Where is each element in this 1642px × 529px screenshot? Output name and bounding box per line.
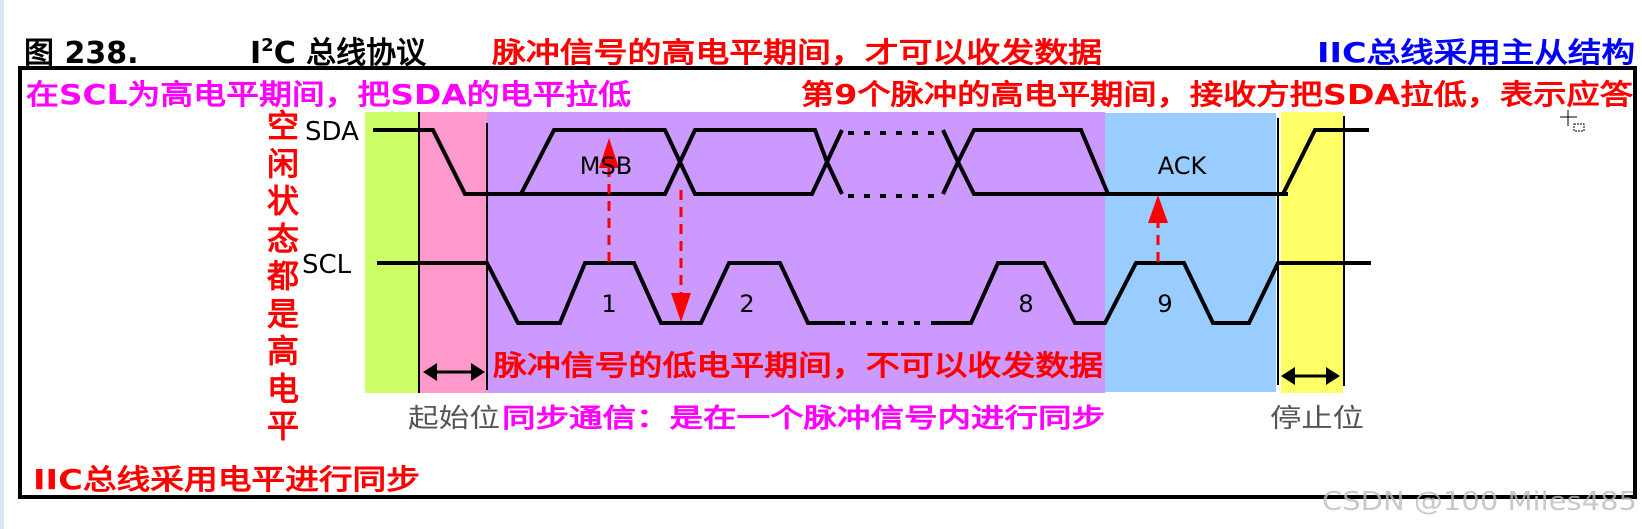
sda-label: SDA (305, 117, 359, 147)
annotation-ack: 第9个脉冲的高电平期间，接收方把SDA拉低，表示应答 (801, 78, 1634, 111)
pulse-8-label: 8 (1018, 290, 1033, 318)
annotation-master-slave: IIC总线采用主从结构 (1317, 36, 1635, 69)
data-band (487, 112, 1105, 393)
ack-label: ACK (1158, 152, 1208, 180)
ack-up-arrow (1148, 195, 1168, 262)
annotation-level-sync: IIC总线采用电平进行同步 (33, 463, 420, 496)
annotation-start-condition: 在SCL为高电平期间，把SDA的电平拉低 (26, 78, 631, 111)
figure-title: I2C 总线协议 (250, 35, 427, 71)
stop-band (1281, 112, 1343, 393)
annotation-high-level-data: 脉冲信号的高电平期间，才可以收发数据 (492, 36, 1102, 69)
pulse-1-label: 1 (601, 290, 616, 318)
msb-label: MSB (580, 152, 632, 180)
diagram-frame (18, 66, 1637, 499)
idle-state-annotation: 空闲状态都是高电平 (267, 108, 299, 445)
figure-number: 图 238. (24, 36, 138, 71)
sample-down-arrow (671, 190, 691, 322)
annotation-low-level: 脉冲信号的低电平期间，不可以收发数据 (493, 349, 1103, 382)
sda-waveform (373, 128, 1369, 198)
left-edge-strip (0, 0, 4, 529)
watermark: CSDN @100 Miles485 (1322, 487, 1637, 517)
sample-up-arrow (599, 138, 619, 262)
annotation-sync-comm: 同步通信：是在一个脉冲信号内进行同步 (502, 403, 1105, 434)
pulse-2-label: 2 (739, 290, 754, 318)
stop-bit-label: 停止位 (1270, 404, 1364, 434)
idle-band (365, 112, 419, 393)
start-band (419, 112, 487, 393)
pulse-9-label: 9 (1157, 290, 1172, 318)
scl-waveform (377, 261, 1371, 325)
stop-duration-arrow (1281, 367, 1340, 385)
crosshair-cursor-icon (1560, 110, 1585, 132)
scl-label: SCL (302, 250, 352, 280)
start-duration-arrow (423, 363, 485, 381)
start-bit-label: 起始位 (408, 404, 500, 434)
ack-band (1105, 113, 1276, 392)
